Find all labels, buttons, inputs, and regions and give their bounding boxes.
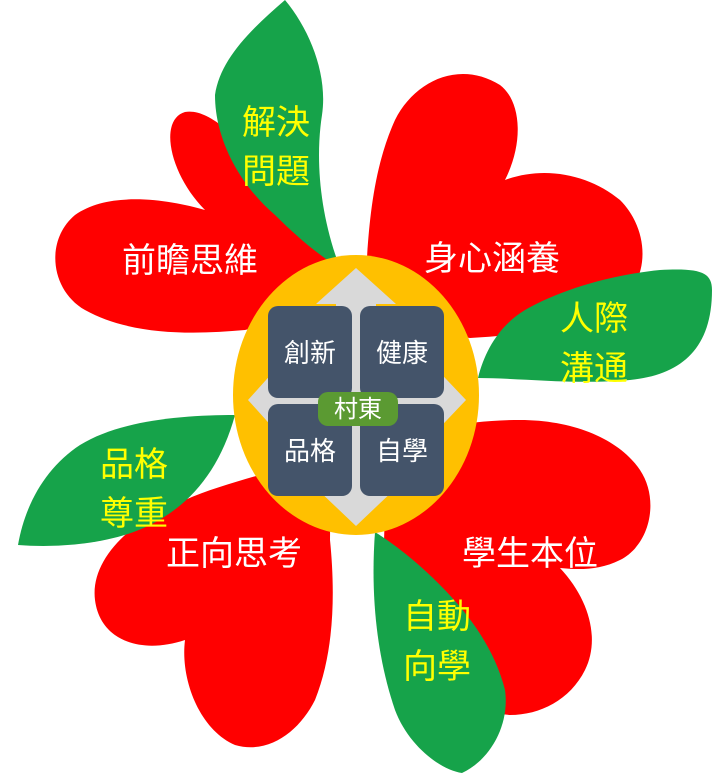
leaf-label-right-line1: 人際 (560, 299, 628, 339)
petal-top-left (55, 111, 351, 333)
tile-bottom-right (360, 404, 444, 496)
center-badge-shape (318, 392, 398, 426)
petal-label-bottom-left: 正向思考 (166, 534, 302, 574)
tile-bottom-left (268, 404, 352, 496)
tile-label-bottom-left: 品格 (284, 437, 336, 467)
leaf-top (215, 0, 340, 268)
petal-label-top-right: 身心涵養 (424, 239, 560, 279)
tile-top-right (360, 306, 444, 398)
tile-label-top-right: 健康 (376, 339, 428, 369)
leaf-label-left-line2: 尊重 (100, 494, 168, 534)
leaf-label-bottom-line2: 向學 (403, 647, 471, 687)
leaf-label-top-line2: 問題 (242, 152, 310, 192)
leaf-label-left-line1: 品格 (100, 445, 168, 485)
leaf-label-bottom-line1: 自動 (403, 597, 471, 637)
tile-top-left (268, 306, 352, 398)
petals-group (55, 73, 651, 748)
leaf-left (18, 415, 235, 546)
leaves-group (18, 0, 712, 773)
petal-labels: 前瞻思維 身心涵養 正向思考 學生本位 (122, 239, 598, 574)
leaf-right (478, 269, 712, 382)
petal-bottom-left (94, 450, 333, 748)
tile-label-top-left: 創新 (284, 339, 336, 369)
petal-top-right (365, 73, 643, 338)
center-tiles: 創新 健康 品格 自學 (268, 306, 444, 496)
center-badge-label: 村東 (334, 395, 382, 423)
leaf-labels: 解決 問題 人際 溝通 品格 尊重 自動 向學 (100, 103, 628, 687)
center-badge: 村東 (318, 392, 398, 426)
tile-label-bottom-right: 自學 (376, 437, 428, 467)
leaf-label-top-line1: 解決 (242, 103, 310, 143)
leaf-bottom (373, 532, 506, 773)
petal-label-bottom-right: 學生本位 (462, 534, 598, 574)
petal-label-top-left: 前瞻思維 (122, 241, 258, 281)
leaf-label-right-line2: 溝通 (560, 349, 628, 389)
